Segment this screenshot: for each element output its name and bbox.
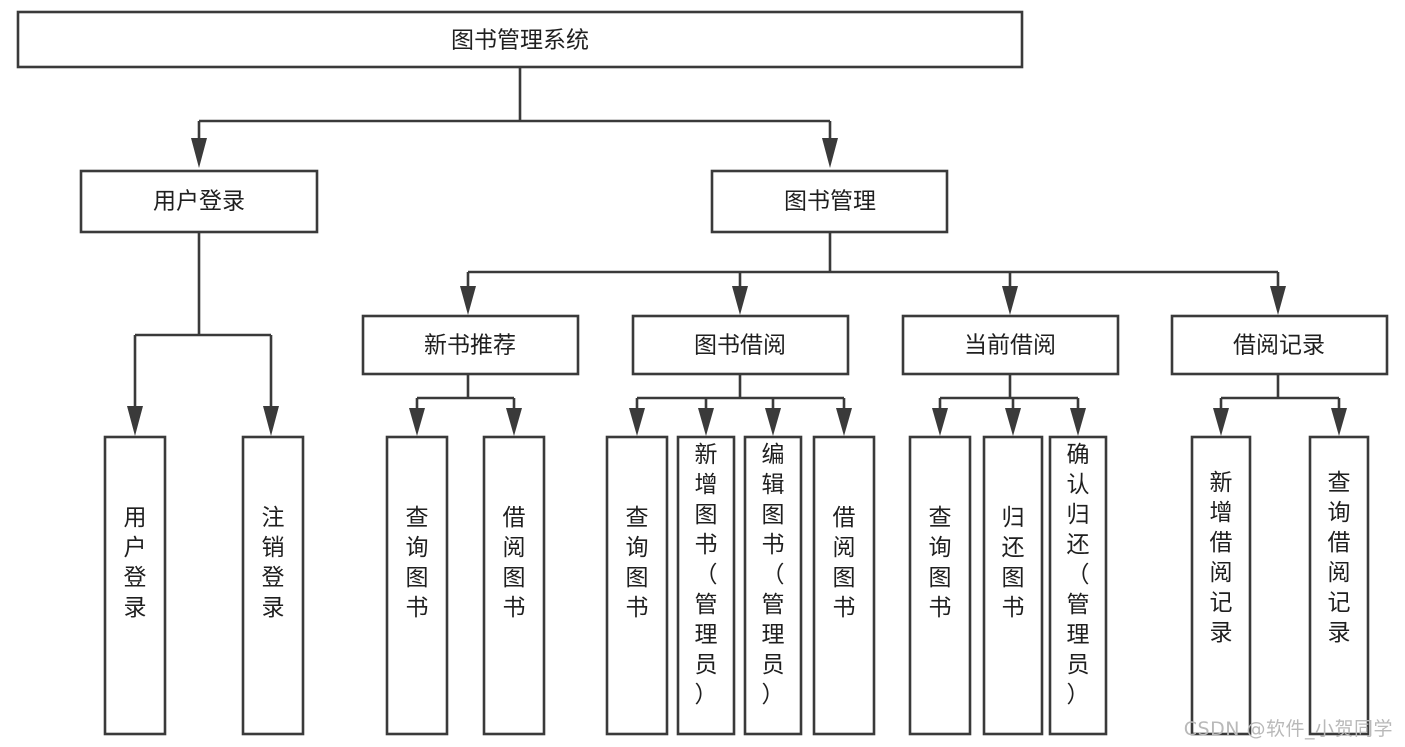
node-new-book-recommend-box[interactable] bbox=[361, 314, 580, 376]
node-leaf-confirm-return-admin[interactable]: 确认归还（管理员） bbox=[1048, 435, 1108, 736]
arrow-head-icon-leaf-user-login bbox=[127, 406, 143, 436]
node-leaf-return-book[interactable]: 归还图书 bbox=[982, 435, 1044, 736]
arrow-head-icon-leaf-query-book-1 bbox=[409, 408, 425, 436]
node-leaf-query-book-1[interactable]: 查询图书 bbox=[385, 435, 449, 736]
node-leaf-user-logout-label: 注销登录 bbox=[262, 505, 285, 621]
node-current-borrow-label: 当前借阅 bbox=[964, 333, 1056, 359]
node-root-box[interactable] bbox=[16, 10, 1024, 69]
arrow-head-icon-leaf-confirm-return-admin bbox=[1070, 408, 1086, 436]
node-leaf-query-borrow-record-box[interactable] bbox=[1308, 435, 1370, 736]
node-leaf-user-logout[interactable]: 注销登录 bbox=[241, 435, 305, 736]
node-leaf-edit-book-admin-box[interactable] bbox=[743, 435, 803, 736]
arrow-head-icon-leaf-user-logout bbox=[263, 406, 279, 436]
node-borrow-record-label: 借阅记录 bbox=[1233, 333, 1325, 359]
node-leaf-query-book-1-label: 查询图书 bbox=[406, 505, 429, 621]
node-leaf-borrow-book-2[interactable]: 借阅图书 bbox=[812, 435, 876, 736]
node-book-manage[interactable]: 图书管理 bbox=[710, 169, 949, 234]
node-leaf-add-book-admin[interactable]: 新增图书（管理员） bbox=[676, 435, 736, 736]
node-leaf-add-borrow-record[interactable]: 新增借阅记录 bbox=[1190, 435, 1252, 736]
node-borrow-record[interactable]: 借阅记录 bbox=[1170, 314, 1389, 376]
node-leaf-query-book-3[interactable]: 查询图书 bbox=[908, 435, 972, 736]
arrow-head-icon-leaf-query-book-2 bbox=[629, 408, 645, 436]
arrow-head-icon-user-login bbox=[191, 138, 207, 168]
connector-group-book-manage bbox=[460, 232, 1286, 315]
node-book-manage-label: 图书管理 bbox=[784, 189, 876, 215]
connector-group-root bbox=[191, 67, 838, 168]
arrow-head-icon-book-manage bbox=[822, 138, 838, 168]
node-user-login[interactable]: 用户登录 bbox=[79, 169, 319, 234]
node-leaf-borrow-book-2-box[interactable] bbox=[812, 435, 876, 736]
node-book-borrow-box[interactable] bbox=[631, 314, 850, 376]
node-leaf-confirm-return-admin-label: 确认归还（管理员） bbox=[1067, 442, 1090, 708]
arrow-head-icon-leaf-query-book-3 bbox=[932, 408, 948, 436]
connector-group-new-book-recommend bbox=[409, 374, 522, 436]
node-leaf-add-borrow-record-label: 新增借阅记录 bbox=[1210, 470, 1233, 646]
arrow-head-icon-leaf-add-book-admin bbox=[698, 408, 714, 436]
node-leaf-borrow-book-1[interactable]: 借阅图书 bbox=[482, 435, 546, 736]
node-leaf-return-book-label: 归还图书 bbox=[1002, 505, 1025, 621]
node-book-manage-box[interactable] bbox=[710, 169, 949, 234]
arrow-head-icon-leaf-add-borrow-record bbox=[1213, 408, 1229, 436]
arrow-head-icon-book-borrow bbox=[732, 286, 748, 315]
node-leaf-edit-book-admin[interactable]: 编辑图书（管理员） bbox=[743, 435, 803, 736]
node-leaf-borrow-book-1-label: 借阅图书 bbox=[503, 505, 526, 621]
node-borrow-record-box[interactable] bbox=[1170, 314, 1389, 376]
node-current-borrow[interactable]: 当前借阅 bbox=[901, 314, 1120, 376]
node-new-book-recommend[interactable]: 新书推荐 bbox=[361, 314, 580, 376]
arrow-head-icon-new-book-recommend bbox=[460, 286, 476, 315]
arrow-head-icon-leaf-query-borrow-record bbox=[1331, 408, 1347, 436]
node-leaf-return-book-box[interactable] bbox=[982, 435, 1044, 736]
arrow-head-icon-borrow-record bbox=[1270, 286, 1286, 315]
node-leaf-confirm-return-admin-box[interactable] bbox=[1048, 435, 1108, 736]
connector-group-current-borrow bbox=[932, 374, 1086, 436]
arrow-head-icon-current-borrow bbox=[1002, 286, 1018, 315]
node-leaf-user-login-box[interactable] bbox=[103, 435, 167, 736]
node-new-book-recommend-label: 新书推荐 bbox=[424, 333, 516, 359]
node-leaf-query-borrow-record[interactable]: 查询借阅记录 bbox=[1308, 435, 1370, 736]
node-current-borrow-box[interactable] bbox=[901, 314, 1120, 376]
node-leaf-add-borrow-record-box[interactable] bbox=[1190, 435, 1252, 736]
node-leaf-user-logout-box[interactable] bbox=[241, 435, 305, 736]
node-leaf-user-login[interactable]: 用户登录 bbox=[103, 435, 167, 736]
node-leaf-borrow-book-2-label: 借阅图书 bbox=[833, 505, 856, 621]
arrow-head-icon-leaf-return-book bbox=[1005, 408, 1021, 436]
node-root[interactable]: 图书管理系统 bbox=[16, 10, 1024, 69]
node-book-borrow[interactable]: 图书借阅 bbox=[631, 314, 850, 376]
node-leaf-user-login-label: 用户登录 bbox=[124, 505, 147, 621]
watermark-text: CSDN @软件_小贺同学 bbox=[1183, 718, 1393, 740]
arrow-head-icon-leaf-borrow-book-1 bbox=[506, 408, 522, 436]
node-leaf-add-book-admin-label: 新增图书（管理员） bbox=[695, 442, 718, 708]
arrow-head-icon-leaf-borrow-book-2 bbox=[836, 408, 852, 436]
connector-group-book-borrow bbox=[629, 374, 852, 436]
node-user-login-label: 用户登录 bbox=[153, 189, 245, 215]
node-leaf-query-book-1-box[interactable] bbox=[385, 435, 449, 736]
node-leaf-query-book-3-label: 查询图书 bbox=[929, 505, 952, 621]
node-user-login-box[interactable] bbox=[79, 169, 319, 234]
node-leaf-query-book-2-label: 查询图书 bbox=[626, 505, 649, 621]
node-root-label: 图书管理系统 bbox=[451, 28, 589, 54]
node-leaf-query-borrow-record-label: 查询借阅记录 bbox=[1328, 470, 1351, 646]
node-leaf-query-book-2-box[interactable] bbox=[605, 435, 669, 736]
connector-group-borrow-record bbox=[1213, 374, 1347, 436]
node-leaf-borrow-book-1-box[interactable] bbox=[482, 435, 546, 736]
node-leaf-add-book-admin-box[interactable] bbox=[676, 435, 736, 736]
arrow-head-icon-leaf-edit-book-admin bbox=[765, 408, 781, 436]
connector-group-user-login bbox=[127, 232, 279, 436]
node-leaf-query-book-2[interactable]: 查询图书 bbox=[605, 435, 669, 736]
node-leaf-edit-book-admin-label: 编辑图书（管理员） bbox=[762, 442, 785, 708]
node-book-borrow-label: 图书借阅 bbox=[694, 333, 786, 359]
node-leaf-query-book-3-box[interactable] bbox=[908, 435, 972, 736]
